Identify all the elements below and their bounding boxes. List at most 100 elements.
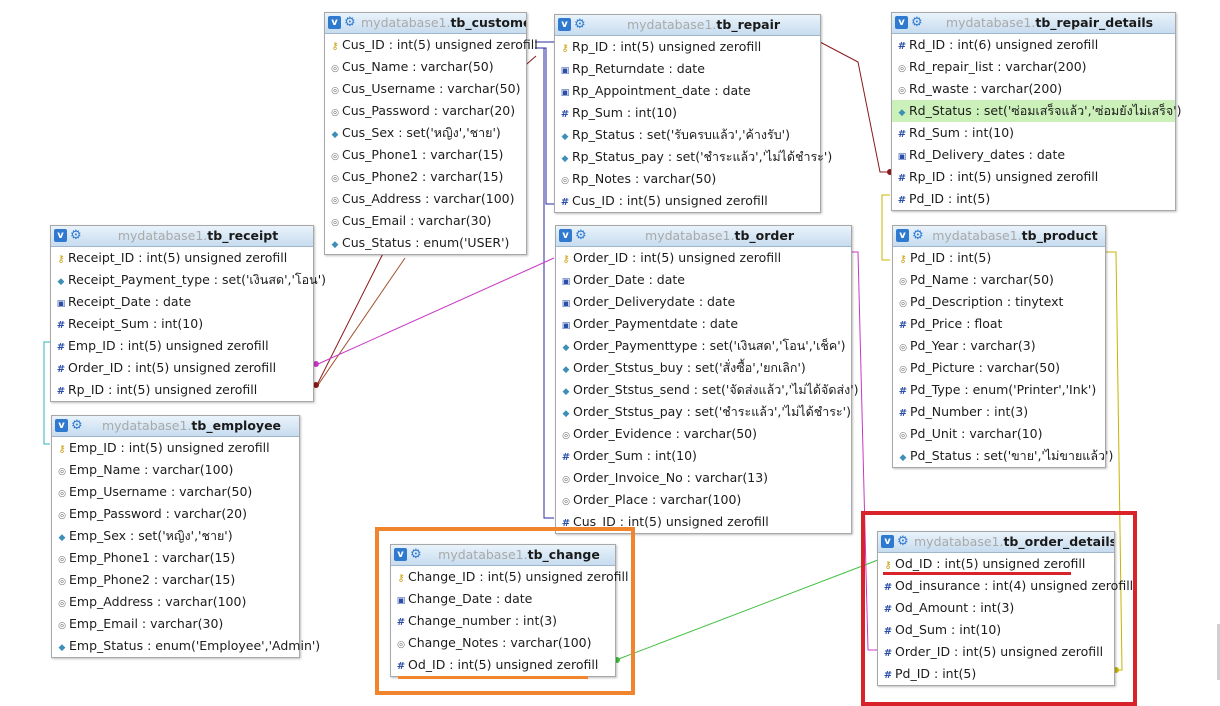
field-row[interactable]: ◎Rp_Notes : varchar(50): [555, 168, 820, 190]
table-tb-change[interactable]: v⚙mydatabase1.tb_change⚷Change_ID : int(…: [390, 544, 628, 677]
v-toggle-icon[interactable]: v: [394, 548, 407, 561]
v-toggle-icon[interactable]: v: [895, 16, 908, 29]
field-row[interactable]: #Pd_Number : int(3): [893, 401, 1105, 423]
field-row[interactable]: #Rp_ID : int(5) unsigned zerofill: [51, 379, 313, 401]
v-toggle-icon[interactable]: v: [54, 229, 67, 242]
field-row[interactable]: ◎Change_Notes : varchar(100): [391, 632, 615, 654]
field-row[interactable]: ⚷Emp_ID : int(5) unsigned zerofill: [52, 437, 299, 459]
field-row[interactable]: ◆Rd_Status : set('ซ่อมเสร็จแล้ว','ซ่อมยั…: [892, 100, 1181, 122]
field-row[interactable]: ◎Cus_Email : varchar(30): [325, 210, 526, 232]
table-tb-repair-details[interactable]: v⚙mydatabase1.tb_repair_details#Rd_ID : …: [891, 12, 1181, 211]
field-row[interactable]: ⚷Od_ID : int(5) unsigned zerofill: [878, 553, 1114, 575]
table-header[interactable]: v⚙mydatabase1.tb_repair: [555, 15, 820, 36]
gear-icon[interactable]: ⚙: [344, 15, 356, 30]
field-row[interactable]: ◎Cus_Address : varchar(100): [325, 188, 526, 210]
table-tb-product[interactable]: v⚙mydatabase1.tb_product⚷Pd_ID : int(5)◎…: [892, 225, 1114, 468]
v-toggle-icon[interactable]: v: [881, 535, 894, 548]
field-row[interactable]: ◆Cus_Sex : set('หญิง','ชาย'): [325, 122, 526, 144]
field-row[interactable]: ▣Order_Deliverydate : date: [556, 291, 851, 313]
field-row[interactable]: #Od_Amount : int(3): [878, 597, 1114, 619]
table-tb-order-details[interactable]: v⚙mydatabase1.tb_order_details⚷Od_ID : i…: [877, 531, 1133, 686]
field-row[interactable]: ◎Emp_Email : varchar(30): [52, 613, 299, 635]
field-row[interactable]: ◆Pd_Status : set('ขาย','ไม่ขายแล้ว'): [893, 445, 1114, 467]
field-row[interactable]: #Pd_ID : int(5): [892, 188, 1175, 210]
v-toggle-icon[interactable]: v: [328, 16, 341, 29]
field-row[interactable]: ◎Order_Invoice_No : varchar(13): [556, 467, 851, 489]
gear-icon[interactable]: ⚙: [575, 228, 587, 243]
field-row[interactable]: #Rd_ID : int(6) unsigned zerofill: [892, 34, 1175, 56]
table-header[interactable]: v⚙mydatabase1.tb_order: [556, 226, 851, 247]
table-header[interactable]: v⚙mydatabase1.tb_product: [893, 226, 1105, 247]
field-row[interactable]: ◎Pd_Unit : varchar(10): [893, 423, 1105, 445]
table-header[interactable]: v⚙mydatabase1.tb_repair_details: [892, 13, 1175, 34]
field-row[interactable]: #Cus_ID : int(5) unsigned zerofill: [555, 190, 820, 212]
field-row[interactable]: ◎Pd_Year : varchar(3): [893, 335, 1105, 357]
field-row[interactable]: ◎Emp_Phone2 : varchar(15): [52, 569, 299, 591]
table-tb-customer[interactable]: v⚙mydatabase1.tb_customer⚷Cus_ID : int(5…: [324, 12, 538, 255]
field-row[interactable]: #Rd_Sum : int(10): [892, 122, 1175, 144]
field-row[interactable]: ⚷Rp_ID : int(5) unsigned zerofill: [555, 36, 820, 58]
table-header[interactable]: v⚙mydatabase1.tb_employee: [52, 416, 299, 437]
field-row[interactable]: ▣Receipt_Date : date: [51, 291, 313, 313]
field-row[interactable]: #Pd_Type : enum('Printer','Ink'): [893, 379, 1105, 401]
field-row[interactable]: ◎Cus_Phone1 : varchar(15): [325, 144, 526, 166]
field-row[interactable]: #Pd_Price : float: [893, 313, 1105, 335]
field-row[interactable]: ◆Cus_Status : enum('USER'): [325, 232, 526, 254]
field-row[interactable]: ▣Order_Date : date: [556, 269, 851, 291]
field-row[interactable]: ◎Pd_Picture : varchar(50): [893, 357, 1105, 379]
field-row[interactable]: #Order_Sum : int(10): [556, 445, 851, 467]
gear-icon[interactable]: ⚙: [911, 15, 923, 30]
field-row[interactable]: ◎Order_Place : varchar(100): [556, 489, 851, 511]
field-row[interactable]: ◎Pd_Name : varchar(50): [893, 269, 1105, 291]
field-row[interactable]: ◆Emp_Sex : set('หญิง','ชาย'): [52, 525, 299, 547]
table-tb-receipt[interactable]: v⚙mydatabase1.tb_receipt⚷Receipt_ID : in…: [50, 225, 326, 402]
field-row[interactable]: ◆Receipt_Payment_type : set('เงินสด','โอ…: [51, 269, 326, 291]
field-row[interactable]: #Order_ID : int(5) unsigned zerofill: [878, 641, 1114, 663]
field-row[interactable]: #Rp_Sum : int(10): [555, 102, 820, 124]
gear-icon[interactable]: ⚙: [410, 547, 422, 562]
field-row[interactable]: #Rp_ID : int(5) unsigned zerofill: [892, 166, 1175, 188]
field-row[interactable]: ◆Rp_Status : set('รับครบแล้ว','ค้างรับ'): [555, 124, 820, 146]
field-row[interactable]: #Od_insurance : int(4) unsigned zerofill: [878, 575, 1133, 597]
field-row[interactable]: ▣Order_Paymentdate : date: [556, 313, 851, 335]
gear-icon[interactable]: ⚙: [71, 418, 83, 433]
gear-icon[interactable]: ⚙: [897, 534, 909, 549]
field-row[interactable]: ▣Rd_Delivery_dates : date: [892, 144, 1175, 166]
table-header[interactable]: v⚙mydatabase1.tb_change: [391, 545, 615, 566]
field-row[interactable]: ◎Order_Evidence : varchar(50): [556, 423, 851, 445]
field-row[interactable]: ◎Rd_waste : varchar(200): [892, 78, 1175, 100]
field-row[interactable]: #Cus_ID : int(5) unsigned zerofill: [556, 511, 851, 533]
field-row[interactable]: ◎Emp_Phone1 : varchar(15): [52, 547, 299, 569]
gear-icon[interactable]: ⚙: [912, 228, 924, 243]
table-header[interactable]: v⚙mydatabase1.tb_order_details: [878, 532, 1114, 553]
field-row[interactable]: ◆Order_Paymenttype : set('เงินสด','โอน',…: [556, 335, 851, 357]
table-tb-employee[interactable]: v⚙mydatabase1.tb_employee⚷Emp_ID : int(5…: [51, 415, 321, 658]
field-row[interactable]: #Od_Sum : int(10): [878, 619, 1114, 641]
table-header[interactable]: v⚙mydatabase1.tb_customer: [325, 13, 526, 34]
field-row[interactable]: ◎Cus_Password : varchar(20): [325, 100, 526, 122]
field-row[interactable]: ◆Emp_Status : enum('Employee','Admin'): [52, 635, 321, 657]
field-row[interactable]: ◆Order_Ststus_send : set('จัดส่งแล้ว','ไ…: [556, 379, 859, 401]
table-tb-order[interactable]: v⚙mydatabase1.tb_order⚷Order_ID : int(5)…: [555, 225, 859, 534]
field-row[interactable]: ◎Cus_Name : varchar(50): [325, 56, 526, 78]
field-row[interactable]: ⚷Receipt_ID : int(5) unsigned zerofill: [51, 247, 313, 269]
field-row[interactable]: #Emp_ID : int(5) unsigned zerofill: [51, 335, 313, 357]
field-row[interactable]: ◎Emp_Address : varchar(100): [52, 591, 299, 613]
gear-icon[interactable]: ⚙: [574, 17, 586, 32]
gear-icon[interactable]: ⚙: [70, 228, 82, 243]
field-row[interactable]: ⚷Change_ID : int(5) unsigned zerofill: [391, 566, 628, 588]
field-row[interactable]: ◎Cus_Username : varchar(50): [325, 78, 526, 100]
field-row[interactable]: ◎Emp_Password : varchar(20): [52, 503, 299, 525]
field-row[interactable]: ◎Emp_Name : varchar(100): [52, 459, 299, 481]
field-row[interactable]: #Order_ID : int(5) unsigned zerofill: [51, 357, 313, 379]
v-toggle-icon[interactable]: v: [559, 229, 572, 242]
field-row[interactable]: ◆Order_Ststus_pay : set('ชำระแล้ว','ไม่ไ…: [556, 401, 851, 423]
field-row[interactable]: ◎Pd_Description : tinytext: [893, 291, 1105, 313]
field-row[interactable]: #Receipt_Sum : int(10): [51, 313, 313, 335]
field-row[interactable]: ▣Rp_Appointment_date : date: [555, 80, 820, 102]
v-toggle-icon[interactable]: v: [55, 419, 68, 432]
table-tb-repair[interactable]: v⚙mydatabase1.tb_repair⚷Rp_ID : int(5) u…: [554, 14, 833, 213]
field-row[interactable]: #Pd_ID : int(5): [878, 663, 1114, 685]
field-row[interactable]: ◆Rp_Status_pay : set('ชำระแล้ว','ไม่ได้ช…: [555, 146, 833, 168]
field-row[interactable]: ◆Order_Ststus_buy : set('สั่งซื้อ','ยกเล…: [556, 357, 851, 379]
